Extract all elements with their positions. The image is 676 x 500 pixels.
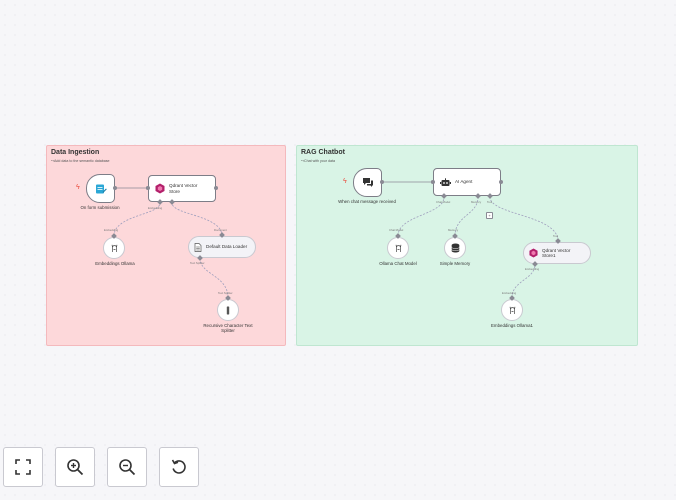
sticky-subtitle: ↪Add data to the semantic database — [51, 159, 110, 163]
node-label: Simple Memory — [439, 261, 471, 266]
handle-label: Tool — [487, 200, 493, 204]
handle-label: Embedding — [104, 228, 119, 232]
document-icon — [194, 242, 202, 252]
handle-label: Chat Model — [436, 200, 451, 204]
node-label: Ollama Chat Model — [379, 261, 417, 266]
handle-label: Embedding — [525, 267, 540, 271]
add-tool-button[interactable]: + — [486, 212, 493, 219]
ollama-llama-icon — [111, 244, 117, 252]
handle-label: Memory — [471, 200, 482, 204]
trigger-bolt-icon: ϟ — [343, 178, 347, 185]
sticky-title: Data Ingestion — [51, 149, 100, 156]
output-port[interactable] — [499, 180, 503, 184]
trigger-bolt-icon: ϟ — [76, 184, 80, 191]
handle-label: Document — [214, 228, 227, 232]
node-label: On form submission — [80, 205, 120, 210]
zoom-in-icon — [67, 459, 84, 476]
handle-label: Memory — [448, 228, 459, 232]
database-icon — [450, 243, 460, 253]
node-form-trigger[interactable] — [86, 174, 115, 203]
output-port[interactable] — [380, 180, 384, 184]
ollama-llama-icon — [395, 244, 401, 252]
node-qdrant-vector-store[interactable]: Qdrant Vector Store — [148, 175, 216, 202]
node-text-splitter[interactable] — [217, 299, 239, 321]
node-qdrant-vector-store-1[interactable]: Qdrant Vector Store1 — [523, 242, 591, 264]
node-label: Embeddings Ollama1 — [491, 323, 533, 328]
ollama-llama-icon — [509, 306, 515, 314]
node-default-data-loader[interactable]: Default Data Loader — [188, 236, 256, 258]
node-label: Recursive Character Text Splitter — [203, 323, 253, 334]
canvas-controls — [3, 447, 199, 487]
node-embeddings-ollama-1[interactable] — [501, 299, 523, 321]
node-title: Qdrant Vector Store — [169, 183, 198, 194]
node-title: Default Data Loader — [206, 244, 248, 250]
chat-bubble-icon — [362, 178, 373, 187]
form-icon — [95, 184, 107, 193]
output-port[interactable] — [214, 186, 218, 190]
node-ai-agent[interactable]: AI Agent — [433, 168, 501, 196]
splitter-icon — [226, 306, 230, 314]
handle-label: Embedding — [148, 206, 163, 210]
node-title: Qdrant Vector Store1 — [542, 247, 571, 258]
node-ollama-chat-model[interactable] — [387, 237, 409, 259]
input-port[interactable] — [431, 180, 435, 184]
node-simple-memory[interactable] — [444, 237, 466, 259]
sticky-subtitle: ↪Chat with your data — [301, 159, 335, 163]
handle-label: Chat Model — [389, 228, 404, 232]
reset-zoom-button[interactable] — [159, 447, 199, 487]
fit-view-button[interactable] — [3, 447, 43, 487]
qdrant-icon — [155, 183, 165, 194]
fullscreen-icon — [15, 459, 31, 475]
robot-icon — [440, 177, 451, 186]
node-embeddings-ollama[interactable] — [103, 237, 125, 259]
handle-label: Text Splitter — [190, 261, 205, 265]
node-title: AI Agent — [455, 179, 473, 185]
handle-label: Tool — [553, 234, 559, 238]
node-chat-trigger[interactable] — [353, 168, 382, 197]
handle-label: Embedding — [502, 291, 517, 295]
sticky-title: RAG Chatbot — [301, 149, 345, 156]
handle-label: Text Splitter — [218, 291, 233, 295]
zoom-in-button[interactable] — [55, 447, 95, 487]
zoom-out-button[interactable] — [107, 447, 147, 487]
node-label: Embeddings Ollama — [95, 261, 135, 266]
reset-icon — [171, 459, 186, 474]
node-label: When chat message received — [338, 199, 396, 204]
qdrant-icon — [529, 248, 538, 258]
output-port[interactable] — [113, 186, 117, 190]
zoom-out-icon — [119, 459, 136, 476]
input-port[interactable] — [146, 186, 150, 190]
